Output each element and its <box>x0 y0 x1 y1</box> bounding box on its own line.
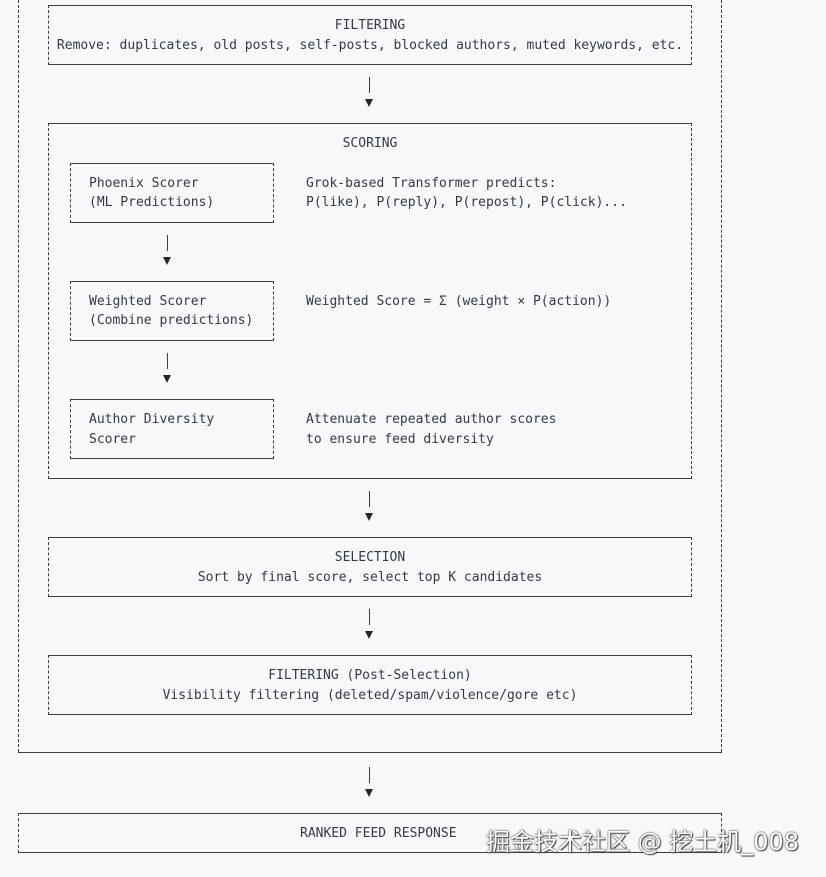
pipeline-border-right <box>721 0 722 752</box>
diversity-scorer-sublabel: Scorer <box>89 432 136 447</box>
arrow-down-icon <box>364 767 376 801</box>
arrow-down-icon <box>364 609 376 643</box>
author-diversity-scorer-box: Author Diversity Scorer <box>70 399 274 459</box>
pipeline-border-left <box>18 0 19 752</box>
diversity-scorer-label: Author Diversity <box>89 412 215 427</box>
post-filtering-title: FILTERING (Post-Selection) <box>268 668 472 683</box>
filtering-stage-box: FILTERING Remove: duplicates, old posts,… <box>48 5 692 65</box>
selection-stage-box: SELECTION Sort by final score, select to… <box>48 537 692 597</box>
phoenix-note-line2: P(like), P(reply), P(repost), P(click)..… <box>306 195 627 210</box>
phoenix-note-line1: Grok-based Transformer predicts: <box>306 176 557 191</box>
watermark: 掘金技术社区 @ 挖土机_008 <box>486 828 800 856</box>
arrow-down-icon <box>364 77 376 111</box>
arrow-down-icon <box>364 491 376 525</box>
ranked-feed-response-box: RANKED FEED RESPONSE <box>18 813 722 853</box>
phoenix-scorer-label: Phoenix Scorer <box>89 176 199 191</box>
selection-description: Sort by final score, select top K candid… <box>197 570 543 585</box>
filtering-description: Remove: duplicates, old posts, self-post… <box>56 38 684 53</box>
phoenix-scorer-sublabel: (ML Predictions) <box>89 195 215 210</box>
scoring-stage-box: SCORING <box>48 123 692 479</box>
weighted-note-line1: Weighted Score = Σ (weight × P(action)) <box>306 294 612 309</box>
pipeline-border-bottom <box>18 752 722 753</box>
post-filtering-description: Visibility filtering (deleted/spam/viole… <box>162 688 578 703</box>
weighted-scorer-label: Weighted Scorer <box>89 294 207 309</box>
response-title: RANKED FEED RESPONSE <box>300 826 457 841</box>
diversity-note-line2: to ensure feed diversity <box>306 432 494 447</box>
diversity-note-line1: Attenuate repeated author scores <box>306 412 557 427</box>
scoring-title: SCORING <box>342 136 398 151</box>
post-filtering-stage-box: FILTERING (Post-Selection) Visibility fi… <box>48 655 692 715</box>
selection-title: SELECTION <box>334 550 406 565</box>
weighted-scorer-box: Weighted Scorer (Combine predictions) <box>70 281 274 341</box>
arrow-down-icon <box>162 353 174 387</box>
filtering-title: FILTERING <box>334 18 406 33</box>
arrow-down-icon <box>162 235 174 269</box>
phoenix-scorer-box: Phoenix Scorer (ML Predictions) <box>70 163 274 223</box>
weighted-scorer-sublabel: (Combine predictions) <box>89 313 254 328</box>
